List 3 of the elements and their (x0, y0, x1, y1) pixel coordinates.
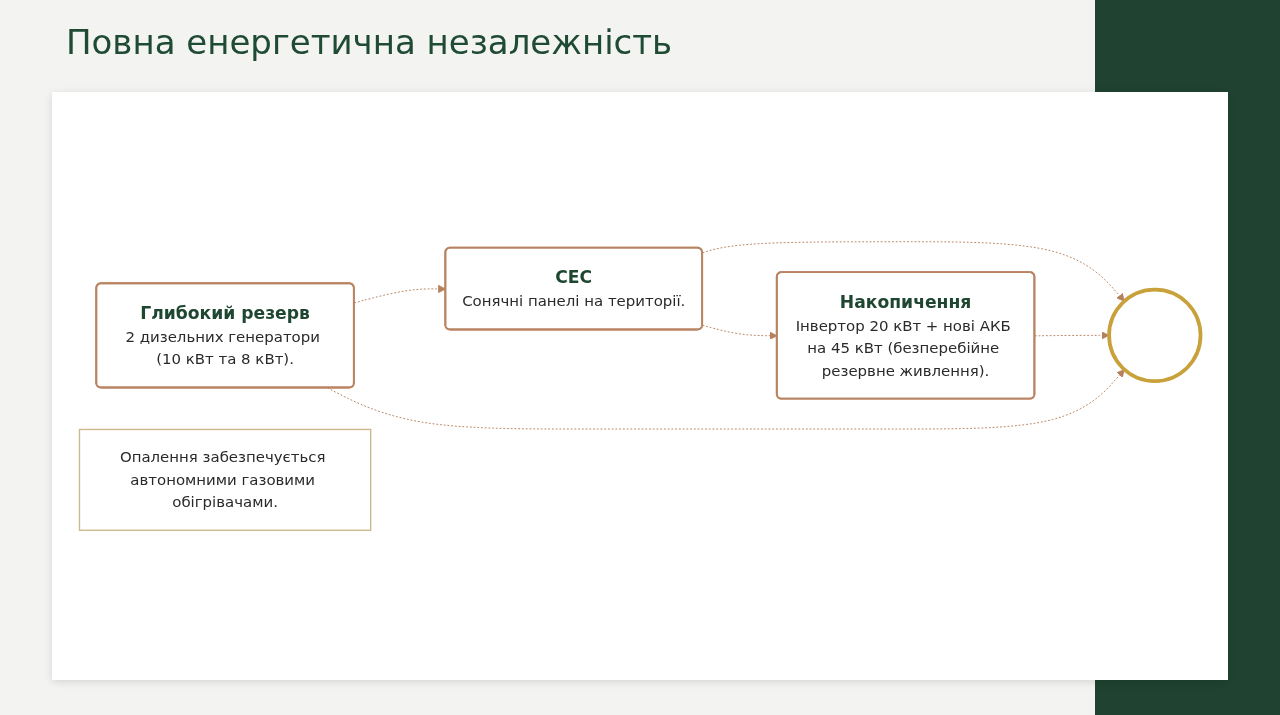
title: Повна енергетична незалежність (66, 22, 673, 62)
node-circle (1107, 287, 1203, 383)
node-box: Опалення забезпечується автономними газовими обігрівачами. (78, 428, 372, 531)
